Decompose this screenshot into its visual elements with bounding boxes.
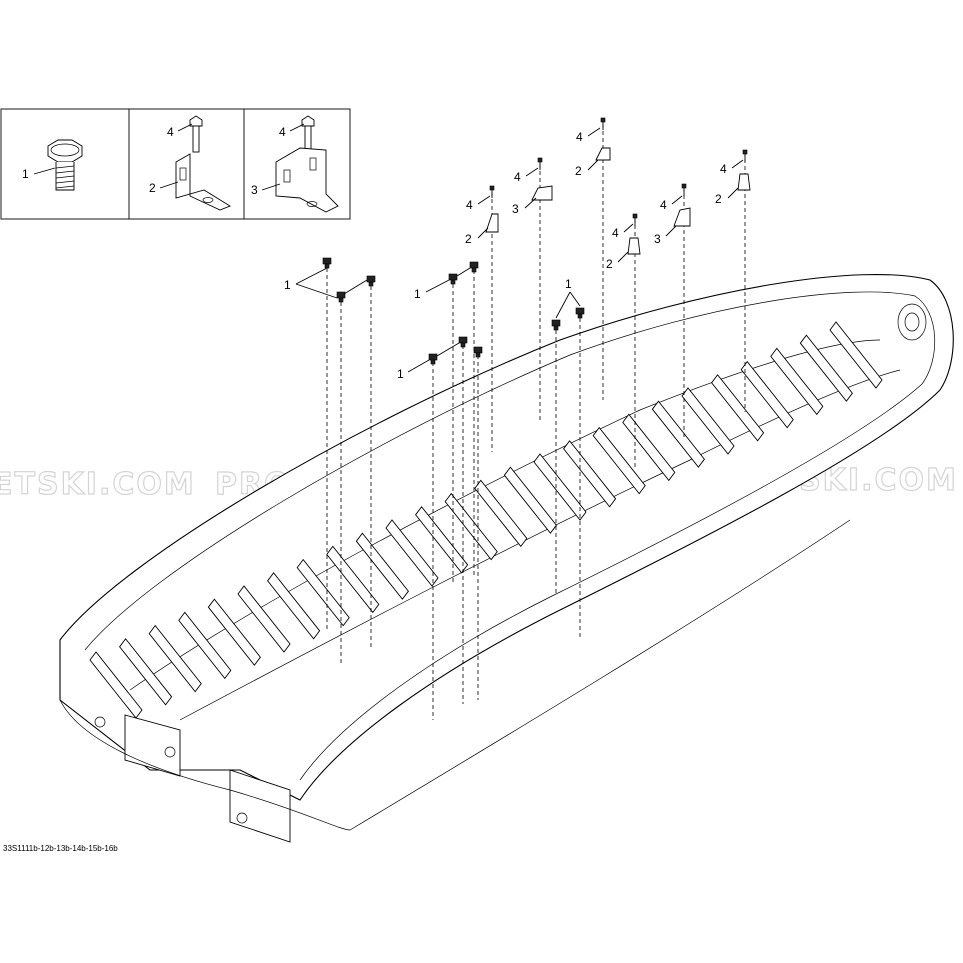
hull-callout-4-c: 4 — [576, 130, 583, 144]
hull-callout-1-b: 1 — [414, 287, 421, 301]
hull-rib — [533, 453, 587, 521]
legend-callout-1: 1 — [22, 167, 29, 181]
hull-callout-1-d: 1 — [565, 277, 572, 291]
screw-group-2: 1 — [414, 261, 479, 301]
hull-callout-2-b: 2 — [575, 164, 582, 178]
legend-callout-3: 3 — [251, 183, 258, 197]
hull-callout-3-b: 3 — [654, 232, 661, 246]
hull-rib — [326, 545, 380, 614]
legend-callout-4-b: 4 — [279, 125, 286, 139]
hull-rib — [711, 374, 765, 442]
hull-callout-3-a: 3 — [512, 202, 519, 216]
hull-rib — [89, 651, 143, 719]
hull-callout-4-b: 4 — [514, 170, 521, 184]
hull-callout-2-a: 2 — [465, 232, 472, 246]
hull-rib — [119, 638, 173, 706]
watermark-left: ETSKI.COM — [0, 467, 196, 502]
hull-rib — [296, 558, 350, 627]
hull-rib — [148, 624, 202, 693]
hull-callout-1-c: 1 — [397, 367, 404, 381]
hull-rib — [563, 440, 617, 508]
hull-ribs — [89, 321, 883, 719]
bracket-set-a: 4 2 — [465, 185, 499, 246]
hull-rib — [207, 598, 261, 666]
hull-callout-2-d: 2 — [715, 192, 722, 206]
hull-callout-1-a: 1 — [284, 278, 291, 292]
screw-group-3: 1 — [397, 336, 483, 381]
hull-callout-4-d: 4 — [612, 226, 619, 240]
hull-callout-4-a: 4 — [466, 198, 473, 212]
legend-callout-2: 2 — [149, 181, 156, 195]
hull-rib — [178, 611, 232, 680]
bracket-set-b: 4 3 — [512, 157, 553, 216]
screw-group-4: 1 — [551, 277, 585, 331]
hull-rib — [385, 519, 439, 587]
bracket-set-f: 4 2 — [715, 149, 751, 206]
hull-rib — [829, 321, 883, 389]
legend-callout-4-a: 4 — [167, 125, 174, 139]
hull-callout-4-f: 4 — [720, 162, 727, 176]
hull-rib — [681, 387, 735, 455]
hull-rib — [444, 492, 498, 561]
hull-rib — [415, 506, 469, 574]
legend-box: 1 4 2 4 3 — [0, 108, 351, 220]
hull-rib — [237, 585, 291, 653]
reference-code: 33S1111b-12b-13b-14b-15b-16b — [3, 844, 118, 853]
hull-rib — [592, 426, 646, 495]
hull-rib — [770, 347, 824, 416]
legend-panel-bracket-double: 4 3 — [251, 115, 339, 213]
hull-rib — [267, 572, 321, 640]
hull-rib — [622, 413, 676, 482]
screw-group-1: 1 — [284, 257, 376, 303]
hull-rib — [474, 479, 528, 548]
hull-callout-4-e: 4 — [660, 198, 667, 212]
bracket-set-c: 4 2 — [575, 117, 611, 178]
assembly-lines — [326, 124, 746, 720]
legend-panel-plug: 1 — [22, 139, 83, 191]
bracket-set-e: 4 3 — [654, 183, 691, 246]
bracket-set-d: 4 2 — [606, 213, 641, 271]
hull-rib — [503, 466, 557, 534]
hull-rib — [799, 334, 853, 402]
hull-rib — [651, 400, 705, 468]
legend-panel-bracket-single: 4 2 — [149, 115, 231, 211]
hull-callout-2-c: 2 — [606, 257, 613, 271]
hull-rib — [355, 532, 409, 600]
